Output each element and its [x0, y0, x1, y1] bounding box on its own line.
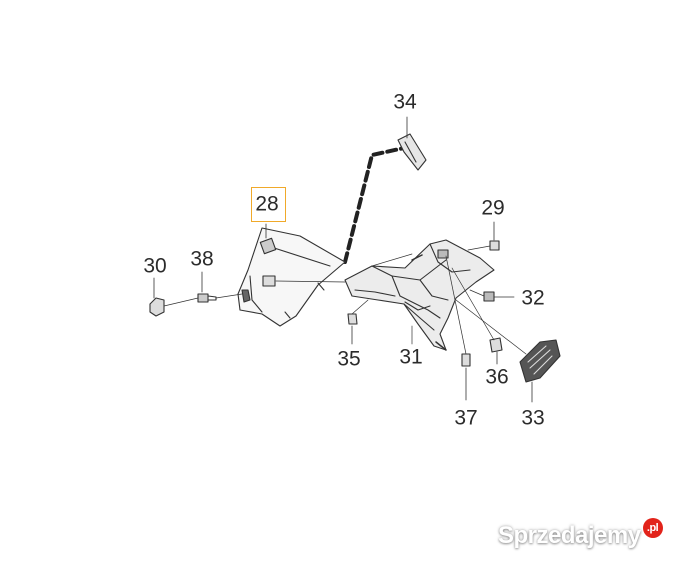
- part-38-screw: [197, 271, 217, 303]
- watermark-logo-icon: .pl: [642, 518, 663, 538]
- part-35-clip: [347, 313, 358, 345]
- part-31-housing: [344, 239, 495, 351]
- label-34: 34: [393, 90, 417, 114]
- highlight-box: [251, 187, 286, 222]
- label-30: 30: [143, 254, 167, 278]
- part-32-screw: [483, 291, 515, 302]
- part-34-cable: [343, 116, 427, 264]
- part-37-clip: [461, 353, 471, 401]
- label-35: 35: [337, 347, 361, 371]
- watermark: Sprzedajemy .pl: [498, 518, 663, 551]
- part-30-cap: [149, 277, 165, 317]
- label-28: 28: [255, 192, 279, 216]
- part-28-panel: [237, 223, 346, 327]
- label-38: 38: [190, 247, 214, 271]
- leader-lines: [163, 245, 527, 355]
- part-33-pad: [519, 339, 561, 403]
- label-31: 31: [399, 345, 423, 369]
- label-33: 33: [521, 406, 545, 430]
- label-32: 32: [521, 286, 545, 310]
- watermark-text: Sprzedajemy: [498, 522, 641, 549]
- label-29: 29: [481, 196, 505, 220]
- label-36: 36: [485, 365, 509, 389]
- part-36-clip: [489, 337, 503, 365]
- label-37: 37: [454, 406, 478, 430]
- part-29-nut: [489, 221, 500, 251]
